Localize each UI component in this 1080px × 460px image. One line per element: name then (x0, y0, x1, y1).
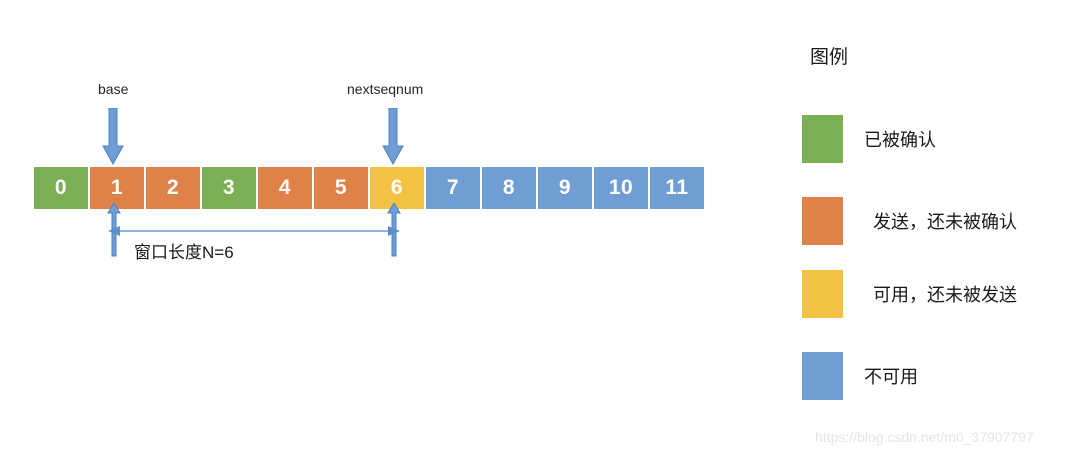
legend-label-unusable: 不可用 (864, 367, 918, 387)
sequence-cell: 0 (33, 166, 89, 210)
nextseqnum-down-arrow-icon (382, 108, 404, 165)
legend-swatch-sent (802, 197, 843, 245)
sequence-cell: 2 (145, 166, 201, 210)
legend-item-unusable: 不可用 (802, 352, 918, 400)
window-length-label: 窗口长度N=6 (134, 243, 234, 262)
nextseqnum-pointer-label: nextseqnum (347, 81, 424, 97)
base-pointer-label: base (98, 81, 129, 97)
legend-swatch-usable (802, 270, 843, 318)
legend-item-sent: 发送，还未被确认 (802, 197, 1017, 245)
sequence-cell: 4 (257, 166, 313, 210)
legend-item-acked: 已被确认 (802, 115, 936, 163)
base-down-arrow-icon (102, 108, 124, 165)
legend-item-usable: 可用，还未被发送 (802, 270, 1017, 318)
sequence-cell: 1 (89, 166, 145, 210)
legend-label-usable: 可用，还未被发送 (873, 285, 1017, 305)
sequence-cell: 7 (425, 166, 481, 210)
legend-title: 图例 (810, 47, 849, 68)
sequence-cell: 8 (481, 166, 537, 210)
legend-label-acked: 已被确认 (864, 130, 936, 150)
sequence-cell: 3 (201, 166, 257, 210)
sequence-cell: 5 (313, 166, 369, 210)
sequence-number-strip: 0 1 2 3 4 5 6 7 8 9 10 11 (33, 166, 705, 210)
sequence-cell: 10 (593, 166, 649, 210)
legend-label-sent: 发送，还未被确认 (873, 212, 1017, 232)
sequence-cell: 11 (649, 166, 705, 210)
sequence-cell: 9 (537, 166, 593, 210)
window-length-measure-arrow-icon (108, 226, 400, 236)
watermark: https://blog.csdn.net/m0_37907797 (815, 429, 1034, 445)
legend-swatch-unusable (802, 352, 843, 400)
legend-swatch-acked (802, 115, 843, 163)
